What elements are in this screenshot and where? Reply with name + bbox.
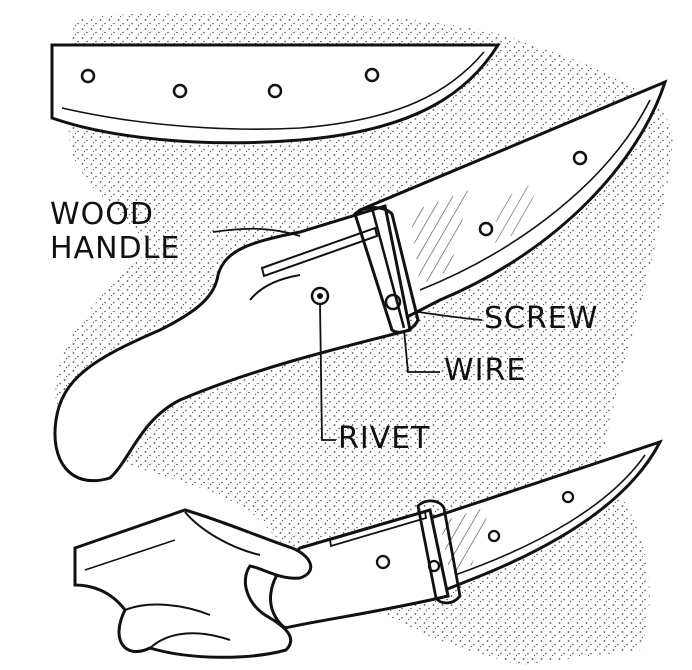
label-wire: WIRE bbox=[444, 356, 526, 386]
label-rivet: RIVET bbox=[338, 424, 431, 454]
label-wood: WOOD bbox=[50, 200, 154, 230]
label-screw: SCREW bbox=[484, 304, 598, 334]
label-handle: HANDLE bbox=[50, 234, 180, 264]
